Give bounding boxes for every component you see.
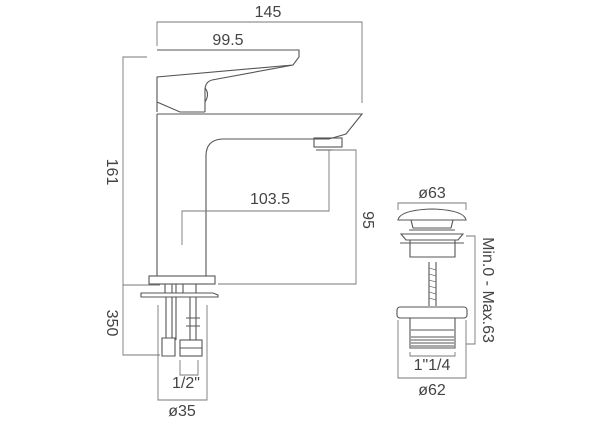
dim-103-5 [181, 150, 330, 245]
handle-pivot [204, 87, 209, 103]
spout-aerator [313, 137, 343, 148]
dim-161 [122, 56, 160, 286]
base-plate [148, 275, 216, 285]
waste-rod [423, 256, 441, 306]
label-63: ø63 [418, 185, 446, 202]
basin-waste [396, 208, 468, 349]
dim-62 [397, 320, 467, 379]
label-99-5: 99.5 [212, 32, 243, 49]
label-35: ø35 [168, 403, 196, 420]
label-161: 161 [103, 159, 120, 186]
label-103-5: 103.5 [250, 191, 290, 208]
label-1-1-4: 1"1/4 [414, 357, 451, 374]
fixing-washer [140, 292, 219, 298]
dim-63 [397, 202, 467, 210]
tap-dimension-lines [122, 21, 363, 401]
label-62: ø62 [418, 382, 446, 399]
rod-thread [428, 267, 437, 301]
waste-dimension-lines [397, 202, 476, 379]
dim-35 [157, 305, 208, 401]
dim-350 [122, 285, 160, 356]
dim-145 [156, 21, 363, 103]
waste-cap-stem [409, 219, 455, 231]
supply-hoses [161, 284, 200, 357]
tap-handle [156, 49, 300, 113]
basin-mixer-tap [140, 49, 364, 357]
label-95: 95 [359, 211, 376, 229]
dim-95 [218, 149, 357, 285]
label-min-max: Min.0 - Max.63 [479, 237, 496, 343]
waste-body-flange [396, 306, 468, 319]
dim-half-inch [179, 360, 199, 376]
waste-flange [399, 233, 465, 258]
label-350: 350 [103, 310, 120, 337]
waste-cap [397, 208, 467, 221]
dim-min-max [466, 235, 476, 345]
tap-body [156, 113, 364, 276]
waste-body [409, 318, 456, 349]
label-half-inch: 1/2" [172, 375, 200, 392]
label-145: 145 [255, 4, 282, 21]
dim-1-1-4 [409, 352, 456, 357]
